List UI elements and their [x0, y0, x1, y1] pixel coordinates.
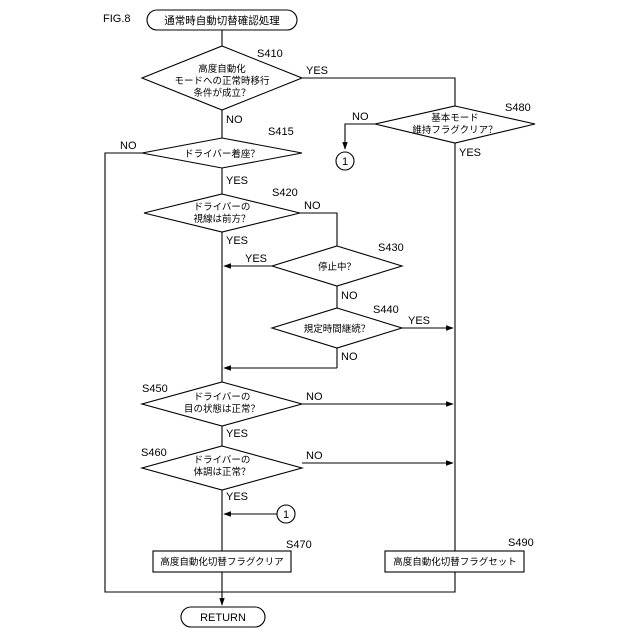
s480-line-2: 維持フラグクリア？: [412, 124, 497, 136]
s460-step-label: S460: [141, 447, 167, 459]
edge-s415-no-bypass: [105, 153, 455, 592]
s480-line-1: 基本モード: [431, 112, 479, 124]
return-label: RETURN: [200, 612, 246, 624]
connector-1-top: 1: [336, 152, 354, 170]
connector-1-top-label: 1: [342, 156, 348, 168]
s430-step-label: S430: [378, 242, 404, 254]
s480-step-label: S480: [505, 102, 531, 114]
s450-no-label: NO: [306, 391, 323, 403]
s440-line-1: 規定時間継続？: [304, 323, 371, 335]
s460-line-1: ドライバーの: [194, 455, 251, 466]
s430-yes-label: YES: [245, 253, 267, 265]
return-terminal: RETURN: [181, 607, 265, 627]
connector-1-bottom-label: 1: [283, 509, 289, 521]
s410-line-3: 条件が成立？: [193, 87, 250, 99]
s410-no-label: NO: [226, 114, 243, 126]
s490-line-1: 高度自動化切替フラグセット: [393, 556, 517, 568]
s415-line-1: ドライバー着座？: [184, 148, 260, 160]
figure-label: FIG.8: [103, 13, 131, 25]
s420-yes-label: YES: [226, 235, 248, 247]
decision-s415: ドライバー着座？: [142, 138, 302, 168]
s410-step-label: S410: [257, 48, 283, 60]
s415-no-label: NO: [120, 140, 137, 152]
s440-no-label: NO: [341, 351, 358, 363]
start-label: 通常時自動切替確認処理: [164, 14, 280, 27]
s480-no-label: NO: [352, 111, 369, 123]
edge-s480-no-c1: [345, 124, 375, 149]
s415-step-label: S415: [268, 126, 294, 138]
s460-yes-label: YES: [226, 491, 248, 503]
start-terminal: 通常時自動切替確認処理: [147, 10, 297, 30]
s460-no-label: NO: [306, 450, 323, 462]
s410-line-2: モードへの正常時移行: [174, 75, 270, 87]
s420-line-2: 視線は前方？: [193, 213, 250, 225]
connector-1-bottom: 1: [277, 505, 295, 523]
process-s470: 高度自動化切替フラグクリア: [153, 551, 291, 572]
s440-step-label: S440: [373, 304, 399, 316]
s420-no-label: NO: [304, 200, 321, 212]
s440-yes-label: YES: [408, 315, 430, 327]
s450-step-label: S450: [142, 383, 168, 395]
s420-step-label: S420: [272, 187, 298, 199]
s415-yes-label: YES: [226, 175, 248, 187]
s460-line-2: 体調は正常？: [193, 466, 250, 478]
s410-yes-label: YES: [306, 65, 328, 77]
s430-line-1: 停止中？: [318, 261, 356, 273]
process-s490: 高度自動化切替フラグセット: [385, 551, 524, 572]
s430-no-label: NO: [341, 290, 358, 302]
s490-step-label: S490: [508, 537, 534, 549]
s410-line-1: 高度自動化: [198, 63, 246, 75]
decision-s420: ドライバーの 視線は前方？: [144, 194, 300, 232]
s450-yes-label: YES: [226, 428, 248, 440]
s470-step-label: S470: [286, 539, 312, 551]
edge-s410-yes-s480: [302, 78, 455, 106]
s450-line-1: ドライバーの: [194, 392, 251, 403]
s470-line-1: 高度自動化切替フラグクリア: [160, 556, 283, 568]
edge-s420-no-s430: [300, 213, 337, 246]
s480-yes-label: YES: [459, 147, 481, 159]
s450-line-2: 目の状態は正常？: [184, 403, 260, 415]
s420-line-1: ドライバーの: [194, 202, 251, 213]
